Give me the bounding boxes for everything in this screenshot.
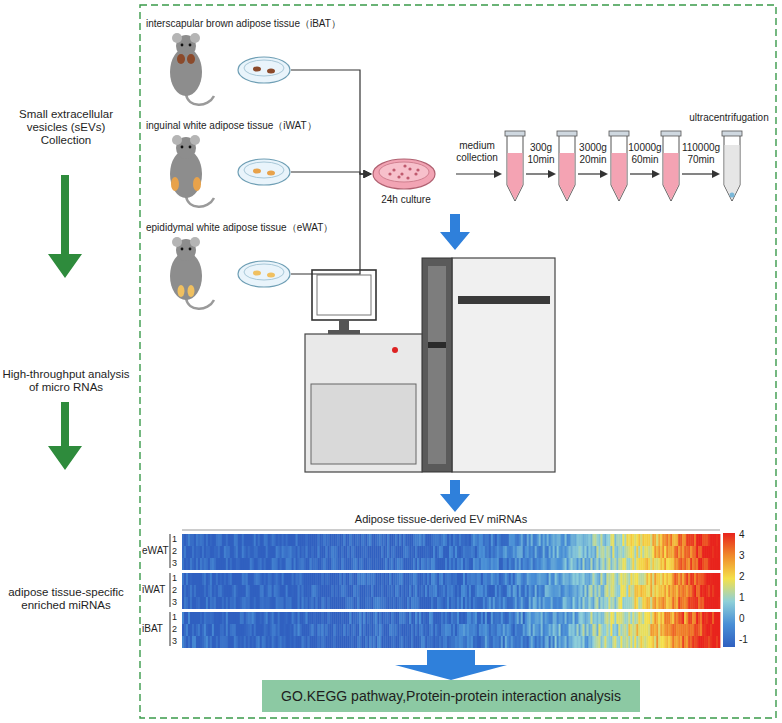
dashed-panel (140, 5, 776, 718)
heatmap-title: Adipose tissue-derived EV miRNAs (162, 513, 720, 526)
node-label: inguinal white adipose tissue（iWAT） (146, 120, 342, 132)
row-label: 1 (172, 573, 181, 583)
box-label: GO.KEGG pathway,Protein-protein interact… (281, 688, 621, 705)
tissue-group: epididymal white adipose tissue（eWAT） (146, 222, 342, 308)
row-label: iWAT (142, 584, 170, 596)
tissue-illustration (146, 236, 342, 308)
step-label: adipose tissue-specific enriched miRNAs (2, 586, 130, 612)
merge-connector (342, 174, 371, 274)
sequencer-machine (305, 258, 555, 472)
culture-node: 24h culture (372, 152, 440, 210)
result-box: GO.KEGG pathway,Protein-protein interact… (262, 680, 640, 712)
tissue-illustration (146, 134, 342, 206)
node-label: interscapular brown adipose tissue（iBAT） (146, 18, 342, 30)
row-label: 2 (172, 585, 181, 595)
petri-dish (238, 57, 290, 83)
colorbar-tick: 2 (739, 571, 761, 583)
flow-arrow (440, 480, 470, 512)
row-label: 2 (172, 546, 181, 556)
process-label: 110000g 70min (679, 142, 723, 165)
node-label: epididymal white adipose tissue（eWAT） (146, 222, 342, 234)
process-label: 3000g 20min (573, 142, 613, 165)
row-label: iBAT (142, 623, 170, 635)
process-label: medium collection (452, 140, 502, 163)
colorbar-tick: 3 (739, 550, 761, 562)
leader-line (291, 69, 342, 70)
row-label: 3 (172, 558, 181, 568)
tissue-group: inguinal white adipose tissue（iWAT） (146, 120, 342, 206)
flow-arrow (440, 214, 470, 250)
row-label: 2 (172, 624, 181, 634)
process-label: 10000g 60min (625, 142, 665, 165)
mouse-figure (170, 135, 214, 207)
row-label: 3 (172, 597, 181, 607)
dish-illustration (372, 152, 436, 192)
process-label: ultracentrifugation (684, 112, 774, 124)
step-label: High-throughput analysis of micro RNAs (2, 368, 130, 394)
row-label: 3 (172, 636, 181, 646)
block-arrow (395, 650, 507, 680)
step-label: Small extracellular vesicles (sEVs) Coll… (2, 108, 130, 148)
colorbar-tick: -1 (739, 634, 761, 646)
row-brackets (170, 534, 171, 646)
node-label: 24h culture (372, 194, 440, 206)
petri-dish (238, 159, 290, 185)
colorbar-tick: 0 (739, 613, 761, 625)
step-arrow (48, 175, 82, 278)
centrifuge-tubes (505, 131, 742, 201)
colorbar-tick: 4 (739, 529, 761, 541)
tissue-group: interscapular brown adipose tissue（iBAT） (146, 18, 342, 104)
leader-line (291, 171, 342, 172)
process-label: 300g 10min (521, 142, 561, 165)
merge-connector (342, 70, 371, 174)
step-arrow (48, 402, 82, 470)
heatmap-cells (182, 534, 720, 648)
process-arrows (456, 170, 720, 178)
row-label: 1 (172, 612, 181, 622)
heatmap-panel: Adipose tissue-derived EV miRNAs (162, 513, 720, 647)
mouse-figure (170, 237, 214, 309)
tissue-illustration (146, 32, 342, 104)
mouse-figure (170, 33, 214, 105)
colorbar-tick: 1 (739, 592, 761, 604)
row-label: 1 (172, 534, 181, 544)
culture-dish (373, 159, 435, 189)
petri-dish (238, 261, 290, 287)
colorbar (723, 533, 735, 647)
leader-line (291, 273, 342, 274)
row-label: eWAT (142, 545, 170, 557)
dendrogram-line (182, 530, 720, 531)
